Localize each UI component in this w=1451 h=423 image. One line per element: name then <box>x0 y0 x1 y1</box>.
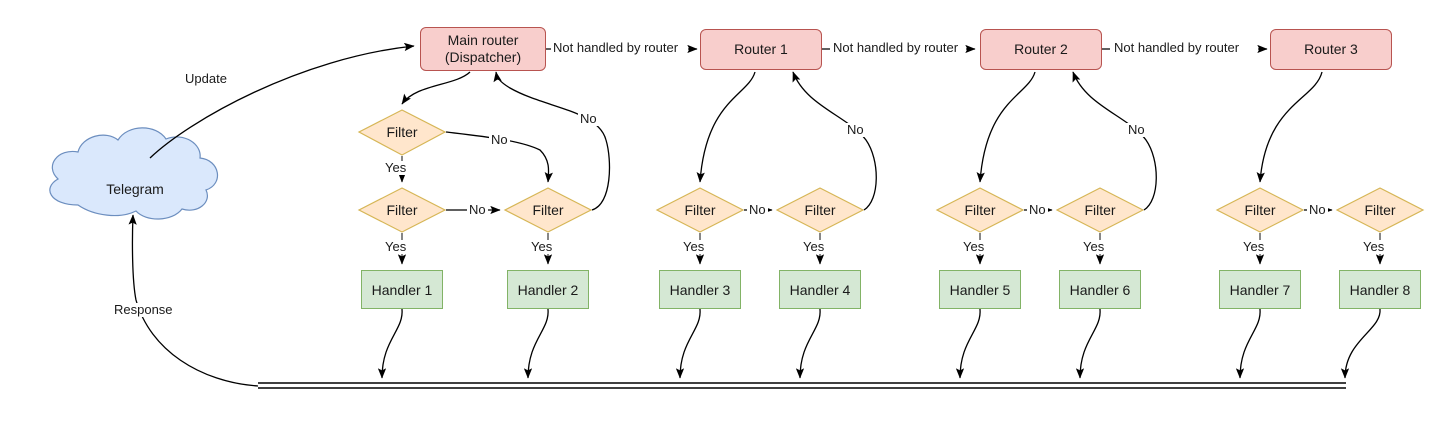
edge-response <box>128 214 259 387</box>
main-router-label-line1: Main router <box>447 31 519 48</box>
edge-label-no-f7: No <box>1307 202 1328 218</box>
edge-r2-to-f5 <box>976 71 1036 183</box>
edge-label-no-f0: No <box>489 132 510 148</box>
edge-label-yes-f5: Yes <box>961 239 987 255</box>
edge-label-yes-f8: Yes <box>1361 239 1387 255</box>
edge-r1-to-f3 <box>696 71 756 183</box>
filter-diamond-shapes <box>357 109 1425 233</box>
edge-label-no-f3: No <box>747 202 768 218</box>
edge-label-no-f2-back: No <box>578 111 599 127</box>
node-main-router[interactable]: Main router (Dispatcher) <box>420 27 546 71</box>
edge-label-no-f6-back: No <box>1126 122 1147 138</box>
edge-h4-to-bus <box>795 308 821 379</box>
edge-f6-no-r2 <box>1072 71 1157 211</box>
edge-label-yes-f3: Yes <box>681 239 707 255</box>
edge-label-no-f1: No <box>467 202 488 218</box>
edge-f2-no-main <box>493 71 611 211</box>
node-router-3[interactable]: Router 3 <box>1270 29 1392 70</box>
router-1-label: Router 1 <box>734 40 788 57</box>
edge-label-not-handled-1: Not handled by router <box>551 40 681 56</box>
edge-f0-no-f2 <box>445 131 553 183</box>
handler-4-label: Handler 4 <box>789 281 851 298</box>
edge-h5-to-bus <box>955 308 981 379</box>
edge-label-no-f5: No <box>1027 202 1048 218</box>
edge-main-to-f0 <box>401 71 471 105</box>
edge-label-yes-f4: Yes <box>801 239 827 255</box>
edge-label-not-handled-3: Not handled by router <box>1112 40 1242 56</box>
edge-h7-to-bus <box>1235 308 1261 379</box>
node-handler-1[interactable]: Handler 1 <box>361 270 443 309</box>
edge-label-yes-f0: Yes <box>383 160 409 176</box>
node-handler-4[interactable]: Handler 4 <box>779 270 861 309</box>
telegram-cloud <box>49 127 218 220</box>
node-handler-6[interactable]: Handler 6 <box>1059 270 1141 309</box>
edge-h6-to-bus <box>1075 308 1101 379</box>
node-router-1[interactable]: Router 1 <box>700 29 822 70</box>
handler-2-label: Handler 2 <box>517 281 579 298</box>
edge-r3-to-f7 <box>1256 71 1323 183</box>
handler-1-label: Handler 1 <box>371 281 433 298</box>
node-handler-2[interactable]: Handler 2 <box>507 270 589 309</box>
edge-label-update: Update <box>183 71 229 87</box>
node-handler-8[interactable]: Handler 8 <box>1339 270 1421 309</box>
handler-7-label: Handler 7 <box>1229 281 1291 298</box>
telegram-cloud-label: Telegram <box>106 181 164 197</box>
node-handler-3[interactable]: Handler 3 <box>659 270 741 309</box>
edge-update <box>149 42 415 159</box>
node-handler-5[interactable]: Handler 5 <box>939 270 1021 309</box>
handler-5-label: Handler 5 <box>949 281 1011 298</box>
router-3-label: Router 3 <box>1304 40 1358 57</box>
edge-h3-to-bus <box>675 308 701 379</box>
edge-label-no-f4-back: No <box>845 122 866 138</box>
edge-f4-no-r1 <box>792 71 877 211</box>
handler-6-label: Handler 6 <box>1069 281 1131 298</box>
node-handler-7[interactable]: Handler 7 <box>1219 270 1301 309</box>
response-bus <box>258 382 1346 389</box>
node-router-2[interactable]: Router 2 <box>980 29 1102 70</box>
edge-label-yes-f7: Yes <box>1241 239 1267 255</box>
edge-label-response: Response <box>112 302 175 318</box>
edge-label-yes-f1: Yes <box>383 239 409 255</box>
edge-label-not-handled-2: Not handled by router <box>831 40 961 56</box>
edge-h8-to-bus <box>1340 308 1381 379</box>
router-2-label: Router 2 <box>1014 40 1068 57</box>
handler-8-label: Handler 8 <box>1349 281 1411 298</box>
edge-label-yes-f6: Yes <box>1081 239 1107 255</box>
edge-h1-to-bus <box>377 308 403 379</box>
main-router-label-line2: (Dispatcher) <box>444 49 522 65</box>
handler-3-label: Handler 3 <box>669 281 731 298</box>
edge-h2-to-bus <box>523 308 549 379</box>
edge-label-yes-f2: Yes <box>529 239 555 255</box>
